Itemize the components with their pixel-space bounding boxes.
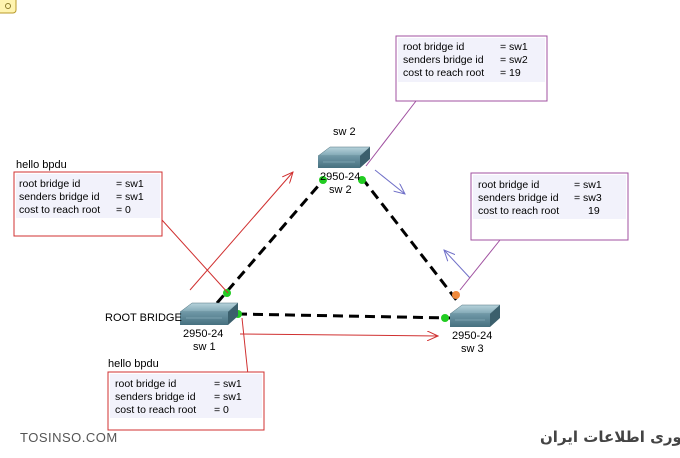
port-dot (319, 176, 327, 184)
bpdu-callout-sw1-sw2: hello bpdu root bridge id = sw1 senders … (13, 159, 163, 237)
switch-sw3[interactable]: 2950-24 sw 3 (449, 304, 501, 355)
info-value: = sw3 (574, 192, 602, 204)
info-value: = sw1 (574, 179, 602, 191)
info-value: = 19 (500, 67, 521, 79)
bpdu-callout-sw1-sw3: hello bpdu root bridge id = sw1 senders … (107, 358, 265, 431)
info-value: = sw1 (214, 391, 242, 403)
info-key: root bridge id (478, 179, 539, 191)
switch-icon (179, 302, 239, 325)
callout-title: hello bpdu (16, 159, 67, 171)
switch-icon (317, 146, 371, 168)
info-key: cost to reach root (478, 205, 559, 217)
port-dot (358, 176, 366, 184)
callout-leader (365, 100, 417, 167)
port-dot (223, 289, 231, 297)
info-key: root bridge id (19, 178, 80, 190)
switch-icon (449, 304, 501, 327)
bpdu-arrow-sw1-sw2 (189, 172, 293, 291)
device-name-sw2: sw 2 (329, 184, 352, 196)
info-key: cost to reach root (19, 204, 100, 216)
link-sw2-sw3 (360, 177, 460, 303)
info-value: = sw2 (500, 54, 528, 66)
switch-sw1[interactable]: ROOT BRIDGE 2950-24 sw 1 (105, 302, 239, 353)
device-model-sw1: 2950-24 (183, 328, 223, 340)
info-key: senders bridge id (19, 191, 100, 203)
callout-title: hello bpdu (108, 358, 159, 370)
info-value: 19 (588, 205, 600, 217)
bpdu-arrow-sw3-sw2 (444, 250, 471, 279)
footer-right-watermark: ITPro.ir - وب سایت تخصصی فناوری اطلاعات … (540, 428, 680, 446)
callout-leader (241, 317, 249, 376)
port-dot-blocked (452, 291, 460, 299)
bpdu-callout-sw2: root bridge id = sw1 senders bridge id =… (395, 35, 548, 102)
info-key: cost to reach root (403, 67, 484, 79)
bpdu-arrow-sw2-sw3 (374, 169, 405, 194)
info-value: = sw1 (214, 378, 242, 390)
device-model-sw2: 2950-24 (320, 171, 360, 183)
callout-leader (161, 219, 229, 294)
device-tag-sw1: ROOT BRIDGE (105, 312, 182, 324)
callout-leader (459, 239, 501, 291)
info-key: senders bridge id (403, 54, 484, 66)
switch-sw2[interactable]: sw 2 2950-24 sw 2 (317, 126, 371, 196)
info-value: = sw1 (500, 41, 528, 53)
port-dot (441, 314, 449, 322)
info-key: senders bridge id (115, 391, 196, 403)
bpdu-arrow-sw1-sw3 (239, 334, 438, 336)
info-value: = 0 (116, 204, 131, 216)
info-key: root bridge id (115, 378, 176, 390)
link-sw1-sw3 (236, 312, 453, 320)
footer-left-watermark: TOSINSO.COM (20, 430, 118, 445)
device-name-sw3: sw 3 (461, 343, 484, 355)
device-name-sw1: sw 1 (193, 341, 216, 353)
info-key: senders bridge id (478, 192, 559, 204)
info-key: root bridge id (403, 41, 464, 53)
info-key: cost to reach root (115, 404, 196, 416)
info-value: = sw1 (116, 178, 144, 190)
bpdu-callout-sw3: root bridge id = sw1 senders bridge id =… (470, 172, 629, 241)
device-model-sw3: 2950-24 (452, 330, 492, 342)
device-tag-sw2: sw 2 (333, 126, 356, 138)
link-sw1-sw2 (215, 177, 327, 304)
info-value: = 0 (214, 404, 229, 416)
info-value: = sw1 (116, 191, 144, 203)
notepad-icon[interactable] (0, 0, 17, 14)
